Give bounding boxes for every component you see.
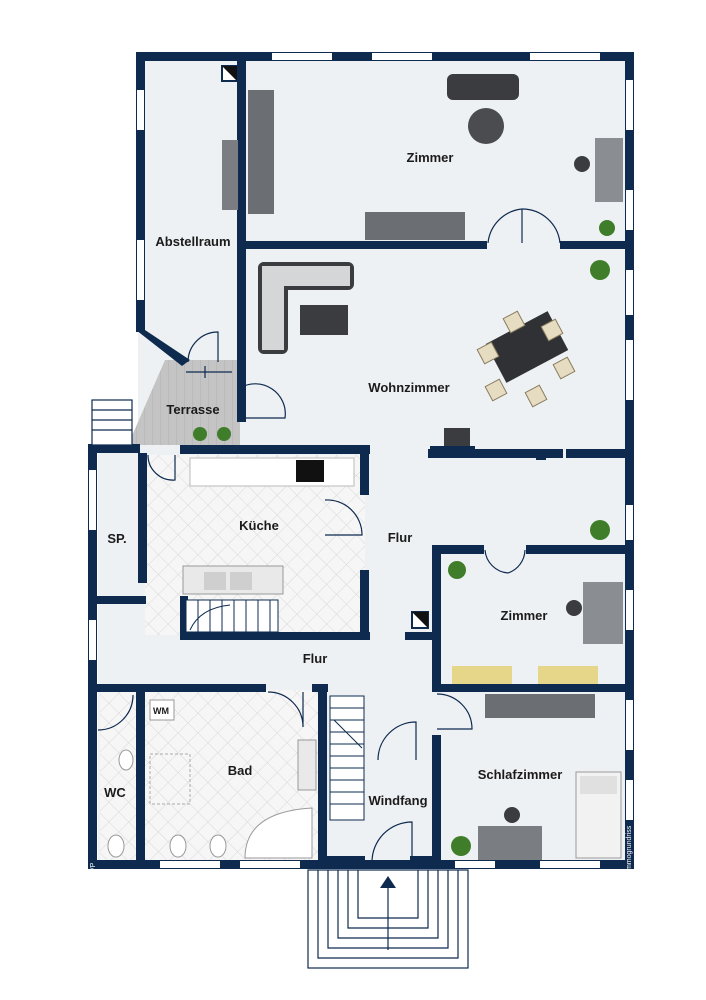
living-table (300, 305, 348, 335)
room-label-abstellraum: Abstellraum (155, 234, 230, 249)
plants (193, 220, 615, 856)
room-label-flur-lower: Flur (303, 651, 328, 666)
room-label-zimmer-mid: Zimmer (501, 608, 548, 623)
room-label-zimmer-top: Zimmer (407, 150, 454, 165)
bathtub (244, 807, 313, 859)
toilet-bad (209, 834, 227, 858)
staircase-hall (329, 695, 365, 821)
entrance-arrow-icon (380, 876, 396, 888)
room-label-windfang: Windfang (368, 793, 427, 808)
room-label-wohnzimmer: Wohnzimmer (368, 380, 449, 395)
plant-icon (590, 520, 610, 540)
brand-label-left: VP (90, 862, 97, 872)
plant-icon (193, 427, 207, 441)
plant-icon (590, 260, 610, 280)
plant-icon (451, 836, 471, 856)
desk-mid (583, 582, 623, 644)
shelf-right (538, 666, 598, 684)
room-label-kueche: Küche (239, 518, 279, 533)
cooktop (296, 460, 324, 482)
room-label-flur-upper: Flur (388, 530, 413, 545)
desk (595, 138, 623, 202)
sink-wc (118, 749, 134, 771)
sideboard (365, 212, 465, 240)
room-label-wc: WC (104, 785, 126, 800)
terrace-steps (91, 366, 232, 446)
plant-icon (217, 427, 231, 441)
label-wm: WM (153, 706, 169, 716)
brand-label-right: Immogrundriss (626, 825, 633, 872)
room-label-sp: SP. (107, 531, 126, 546)
bedroom-wardrobe (485, 694, 595, 718)
doors (97, 208, 561, 863)
chimneys (221, 65, 429, 629)
shower (149, 753, 191, 805)
room-label-bad: Bad (228, 763, 253, 778)
kitchen-counter (189, 457, 355, 487)
double-sink (297, 739, 317, 791)
wardrobe (248, 90, 274, 214)
terrace-floor (128, 360, 240, 445)
sofa (447, 74, 519, 100)
stove (444, 428, 470, 450)
windows (89, 53, 633, 868)
shelf-left (452, 666, 512, 684)
staircase-kitchen (185, 599, 279, 633)
plant-icon (599, 220, 615, 236)
room-label-schlafzimmer: Schlafzimmer (478, 767, 563, 782)
plant-icon (448, 561, 466, 579)
coffee-table (468, 108, 504, 144)
washing-machine (149, 699, 175, 721)
room-label-terrasse: Terrasse (166, 402, 219, 417)
furniture (107, 74, 623, 860)
bedroom-desk (478, 826, 542, 860)
bidet (169, 834, 187, 858)
toilet-wc (107, 834, 125, 858)
